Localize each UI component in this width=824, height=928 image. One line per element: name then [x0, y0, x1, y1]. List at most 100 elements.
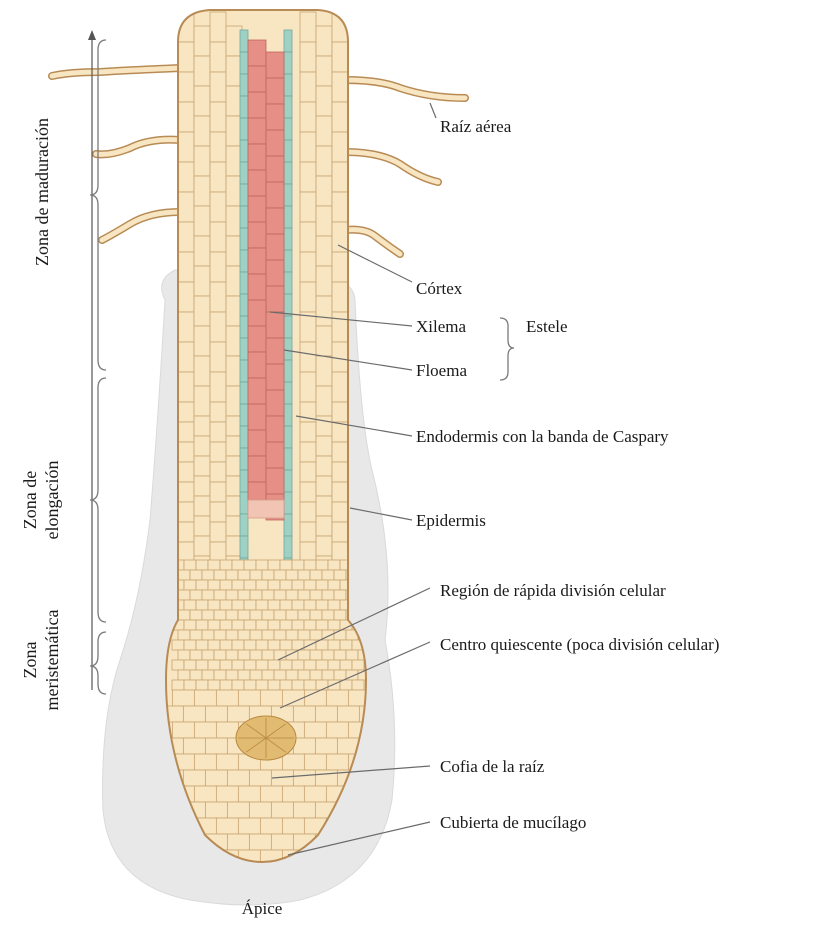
cortex-cell — [300, 522, 316, 542]
meristem-cell — [238, 570, 250, 580]
cortex-cell — [332, 522, 348, 542]
cortex-cell — [210, 422, 226, 442]
meristem-cell — [220, 660, 232, 670]
phloem-cell — [240, 404, 248, 426]
root-cap-cell — [293, 802, 315, 818]
meristem-cell — [196, 600, 208, 610]
meristem-cell — [202, 590, 214, 600]
root-cap-cell — [337, 706, 359, 722]
root-cap-cell — [216, 786, 238, 802]
meristem-cell — [298, 630, 310, 640]
phloem-cell — [240, 426, 248, 448]
meristem-cell — [244, 660, 256, 670]
xylem-cell — [248, 326, 266, 352]
label-centro-quiescente: Centro quiescente (poca división celular… — [440, 635, 719, 654]
root-cap-cell — [260, 690, 282, 706]
cortex-cell — [300, 372, 316, 402]
cortex-cell — [194, 356, 210, 386]
meristem-cell — [208, 680, 220, 690]
meristem-cell — [310, 650, 322, 660]
meristem-cell — [280, 640, 292, 650]
xylem-cell — [248, 118, 266, 144]
root-cap-cell — [326, 754, 348, 770]
phloem-cell — [284, 250, 292, 272]
meristem-cell — [232, 660, 244, 670]
phloem-cell — [284, 140, 292, 162]
cortex-cell — [178, 222, 194, 252]
meristem-cell — [244, 600, 256, 610]
phloem-cell — [284, 272, 292, 294]
cortex-cell — [316, 266, 332, 296]
cortex-cell — [332, 312, 348, 342]
root-cap-cell — [205, 738, 227, 754]
root-cap-cell — [227, 706, 249, 722]
cortex-cell — [210, 542, 226, 562]
cortex-cell — [194, 436, 210, 456]
root-cap-cell — [271, 834, 293, 850]
phloem-cell — [240, 514, 248, 536]
phloem-cell — [284, 206, 292, 228]
cortex-cell — [194, 236, 210, 266]
meristem-cell — [274, 630, 286, 640]
meristem-cell — [190, 570, 202, 580]
meristem-cell — [280, 660, 292, 670]
xylem-cell — [248, 222, 266, 248]
zone-label-meristematica-line1: Zona — [20, 641, 40, 678]
meristem-cell — [328, 580, 340, 590]
cortex-cell — [316, 326, 332, 356]
meristem-cell — [244, 560, 256, 570]
cortex-cell — [194, 296, 210, 326]
meristem-cell — [256, 660, 268, 670]
cortex-cell — [332, 192, 348, 222]
root-cap-cell — [271, 802, 293, 818]
meristem-cell — [274, 590, 286, 600]
meristem-cell — [196, 640, 208, 650]
meristem-cell — [280, 680, 292, 690]
root-cap-cell — [183, 770, 205, 786]
root-cap-cell — [216, 754, 238, 770]
cortex-cell — [300, 42, 316, 72]
root-cap-cell — [326, 722, 348, 738]
cortex-cell — [316, 456, 332, 476]
cortex-cell — [332, 542, 348, 562]
cortex-cell — [194, 386, 210, 416]
meristem-cell — [238, 630, 250, 640]
root-cap-cell — [315, 706, 337, 722]
meristem-cell — [328, 640, 340, 650]
xylem-cell — [266, 156, 284, 182]
root-cap-cell — [227, 802, 249, 818]
xylem-cell — [248, 430, 266, 456]
meristem-cell — [298, 610, 310, 620]
meristem-cell — [256, 680, 268, 690]
cortex-cell — [210, 312, 226, 342]
phloem-cell — [284, 536, 292, 558]
cortex-cell — [332, 402, 348, 422]
meristem-cell — [262, 570, 274, 580]
cortex-cell — [332, 162, 348, 192]
root-cap-cell — [205, 770, 227, 786]
meristem-cell — [316, 600, 328, 610]
meristem-cell — [280, 600, 292, 610]
cortex-cell — [178, 442, 194, 462]
axis-arrow — [88, 30, 96, 690]
cortex-cell — [194, 56, 210, 86]
meristem-cell — [298, 570, 310, 580]
cortex-cell — [178, 402, 194, 422]
xylem-cell — [248, 144, 266, 170]
root-cap-cell — [304, 722, 326, 738]
xylem-cell — [266, 416, 284, 442]
label-epidermis: Epidermis — [416, 511, 486, 530]
meristem-cell — [232, 620, 244, 630]
meristem-cell — [304, 680, 316, 690]
meristem-cell — [286, 670, 298, 680]
meristem-cell — [292, 680, 304, 690]
meristem-cell — [214, 570, 226, 580]
phloem-cell — [284, 118, 292, 140]
meristem-cell — [328, 600, 340, 610]
root-cap-cell — [216, 722, 238, 738]
meristem-cell — [220, 620, 232, 630]
meristem-cell — [208, 620, 220, 630]
meristem-cell — [208, 580, 220, 590]
cortex-cell — [300, 12, 316, 42]
